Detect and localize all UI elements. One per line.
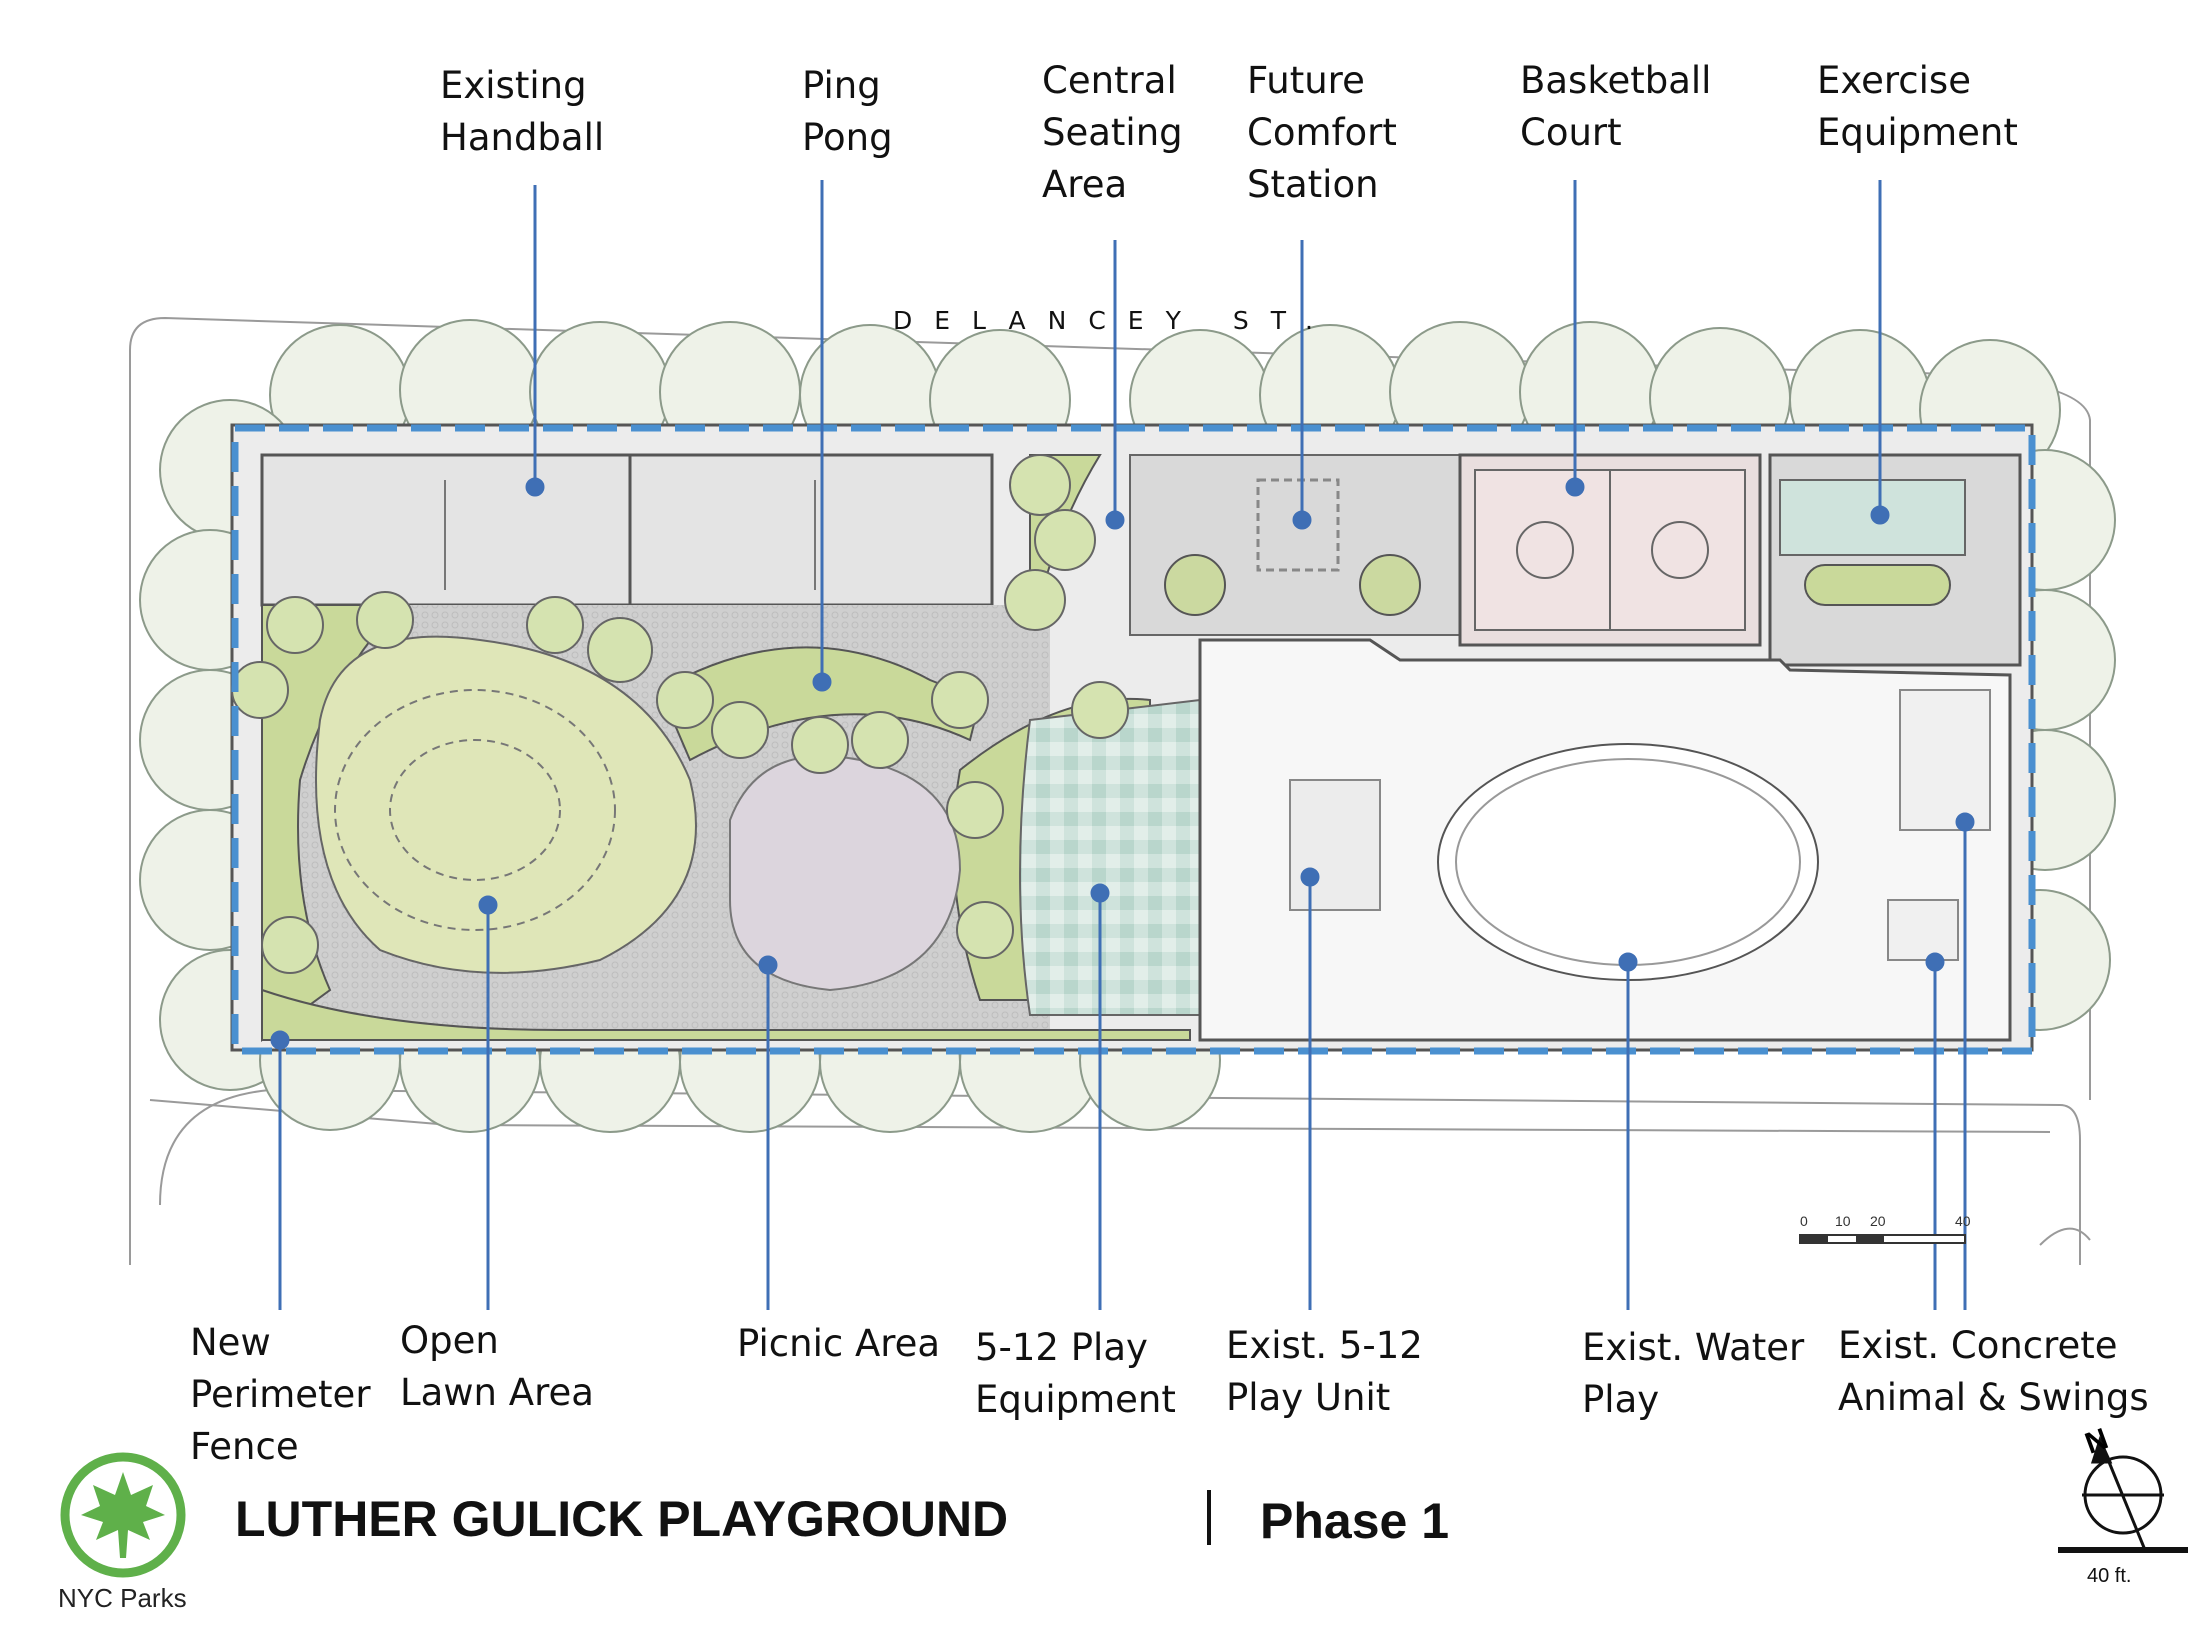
label-exist-concrete-animal: Exist. Concrete Animal & Swings (1838, 1324, 2149, 1419)
accent-trees (231, 454, 1129, 974)
scale-label: 40 ft. (2087, 1565, 2132, 1587)
label-picnic-area: Picnic Area (737, 1322, 941, 1365)
logo-label: NYC Parks (58, 1583, 187, 1613)
label-ping-pong: Ping Pong (802, 64, 893, 159)
label-basketball-court: Basketball Court (1520, 59, 1712, 154)
page-title: LUTHER GULICK PLAYGROUND (235, 1491, 1009, 1547)
existing-play-area (1198, 638, 2012, 1042)
central-seating-area (1129, 454, 1471, 636)
scale-tick: 0 (1800, 1213, 1808, 1229)
label-comfort-station: Future Comfort Station (1247, 59, 1397, 206)
label-existing-handball: Existing Handball (440, 64, 605, 159)
handball-courts (260, 453, 994, 607)
open-lawn (315, 635, 697, 974)
label-central-seating: Central Seating Area (1042, 59, 1183, 206)
label-open-lawn: Open Lawn Area (400, 1319, 594, 1414)
scale-tick: 10 (1835, 1213, 1851, 1229)
label-exercise-equipment: Exercise Equipment (1817, 59, 2018, 154)
north-arrow-icon (2082, 1435, 2164, 1551)
street-label: DELANCEY ST. (893, 306, 1335, 335)
site-scale-bar (1799, 1234, 1966, 1244)
phase-label: Phase 1 (1260, 1493, 1450, 1549)
exercise-area (1768, 453, 2022, 667)
label-play-equipment: 5-12 Play Equipment (975, 1326, 1176, 1421)
scale-tick: 20 (1870, 1213, 1886, 1229)
label-exist-water-play: Exist. Water Play (1582, 1326, 1805, 1421)
play-equipment-area (1019, 698, 1201, 1016)
perimeter-fence (231, 424, 2036, 1055)
basketball-court (1458, 453, 1762, 647)
scale-tick: 40 (1955, 1213, 1971, 1229)
nyc-parks-logo-icon (60, 1452, 186, 1578)
label-exist-play-unit: Exist. 5-12 Play Unit (1226, 1324, 1423, 1419)
leader-lines (270, 180, 1975, 1310)
label-perimeter-fence: New Perimeter Fence (190, 1321, 371, 1468)
title-divider (1207, 1490, 1211, 1545)
